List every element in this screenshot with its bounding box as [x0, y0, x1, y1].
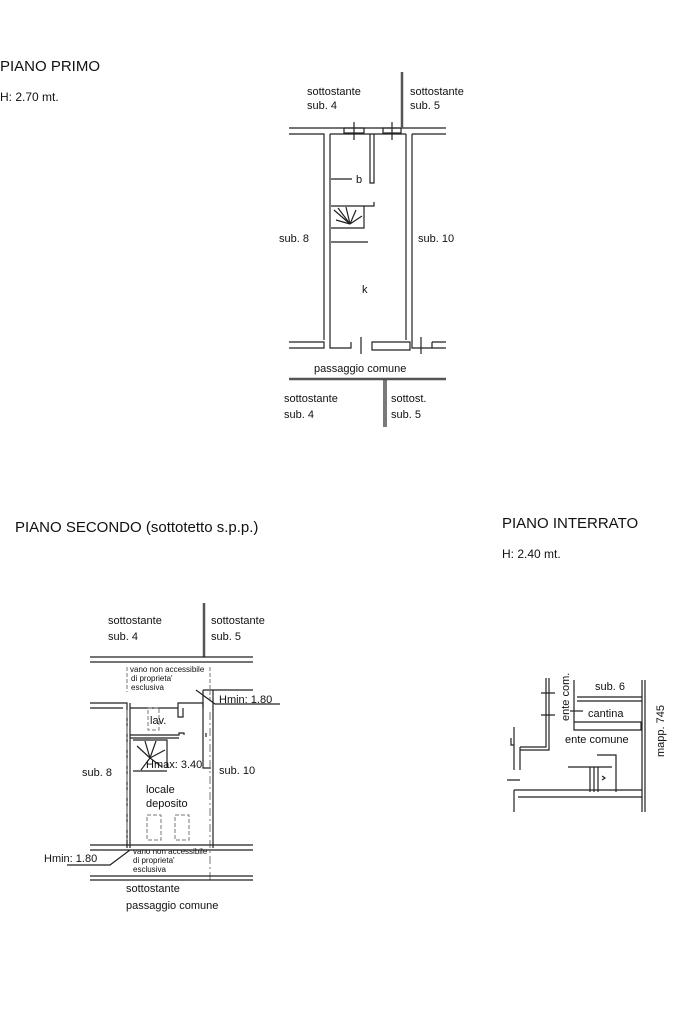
label-locale: locale	[146, 784, 175, 796]
label-cantina: cantina	[588, 708, 624, 720]
label-sottostante-sub5: sottostante	[211, 615, 265, 627]
label-hmin-bottom: Hmin: 1.80	[44, 853, 97, 865]
label-hmax: Hmax: 3.40	[146, 759, 202, 771]
label-sub4-bottom: sub. 4	[284, 409, 314, 421]
label-vano-top-2: di proprieta'	[131, 674, 173, 683]
label-vano-top-3: esclusiva	[131, 683, 164, 692]
label-sub4-top: sub. 4	[307, 100, 337, 112]
piano-interrato: PIANO INTERRATO H: 2.40 mt. ente com. su…	[502, 515, 667, 812]
label-sub8: sub. 8	[82, 767, 112, 779]
piano-secondo: PIANO SECONDO (sottotetto s.p.p.) sottos…	[15, 519, 280, 912]
piano-interrato-walls	[507, 678, 646, 812]
label-mapp-745: mapp. 745	[655, 705, 667, 757]
label-passaggio-comune: passaggio comune	[126, 900, 218, 912]
label-sub5-bottom: sub. 5	[391, 409, 421, 421]
piano-primo: PIANO PRIMO H: 2.70 mt. sottostante sub.…	[0, 58, 464, 427]
label-sub10: sub. 10	[219, 765, 255, 777]
label-sottostante-sub4-bottom: sottostante	[284, 393, 338, 405]
label-vano-bottom-1: vano non accessibile	[133, 847, 208, 856]
label-passaggio-comune: passaggio comune	[314, 363, 406, 375]
label-deposito: deposito	[146, 798, 188, 810]
label-sottost-sub5-bottom: sottost.	[391, 393, 426, 405]
label-sottostante-sub4: sottostante	[108, 615, 162, 627]
piano-primo-height: H: 2.70 mt.	[0, 90, 59, 104]
piano-primo-title: PIANO PRIMO	[0, 58, 100, 75]
piano-interrato-height: H: 2.40 mt.	[502, 547, 561, 561]
piano-interrato-title: PIANO INTERRATO	[502, 515, 638, 532]
piano-primo-walls	[289, 72, 446, 427]
piano-secondo-title: PIANO SECONDO (sottotetto s.p.p.)	[15, 519, 258, 536]
label-sub8: sub. 8	[279, 233, 309, 245]
label-sottostante: sottostante	[126, 883, 180, 895]
label-sub6: sub. 6	[595, 681, 625, 693]
label-ente-com: ente com.	[560, 673, 572, 721]
label-vano-top-1: vano non accessibile	[130, 665, 205, 674]
label-sottostante-sub4-top: sottostante	[307, 86, 361, 98]
label-sub4: sub. 4	[108, 631, 138, 643]
piano-secondo-walls	[67, 603, 280, 881]
label-vano-bottom-3: esclusiva	[133, 865, 166, 874]
label-sub5-top: sub. 5	[410, 100, 440, 112]
label-vano-bottom-2: di proprieta'	[133, 856, 175, 865]
label-hmin-top: Hmin: 1.80	[219, 694, 272, 706]
label-sub5: sub. 5	[211, 631, 241, 643]
label-kitchen: k	[362, 284, 368, 296]
label-sottostante-sub5-top: sottostante	[410, 86, 464, 98]
label-lav: lav.	[150, 715, 166, 727]
label-sub10: sub. 10	[418, 233, 454, 245]
label-ente-comune: ente comune	[565, 734, 629, 746]
label-bath: b	[356, 174, 362, 186]
